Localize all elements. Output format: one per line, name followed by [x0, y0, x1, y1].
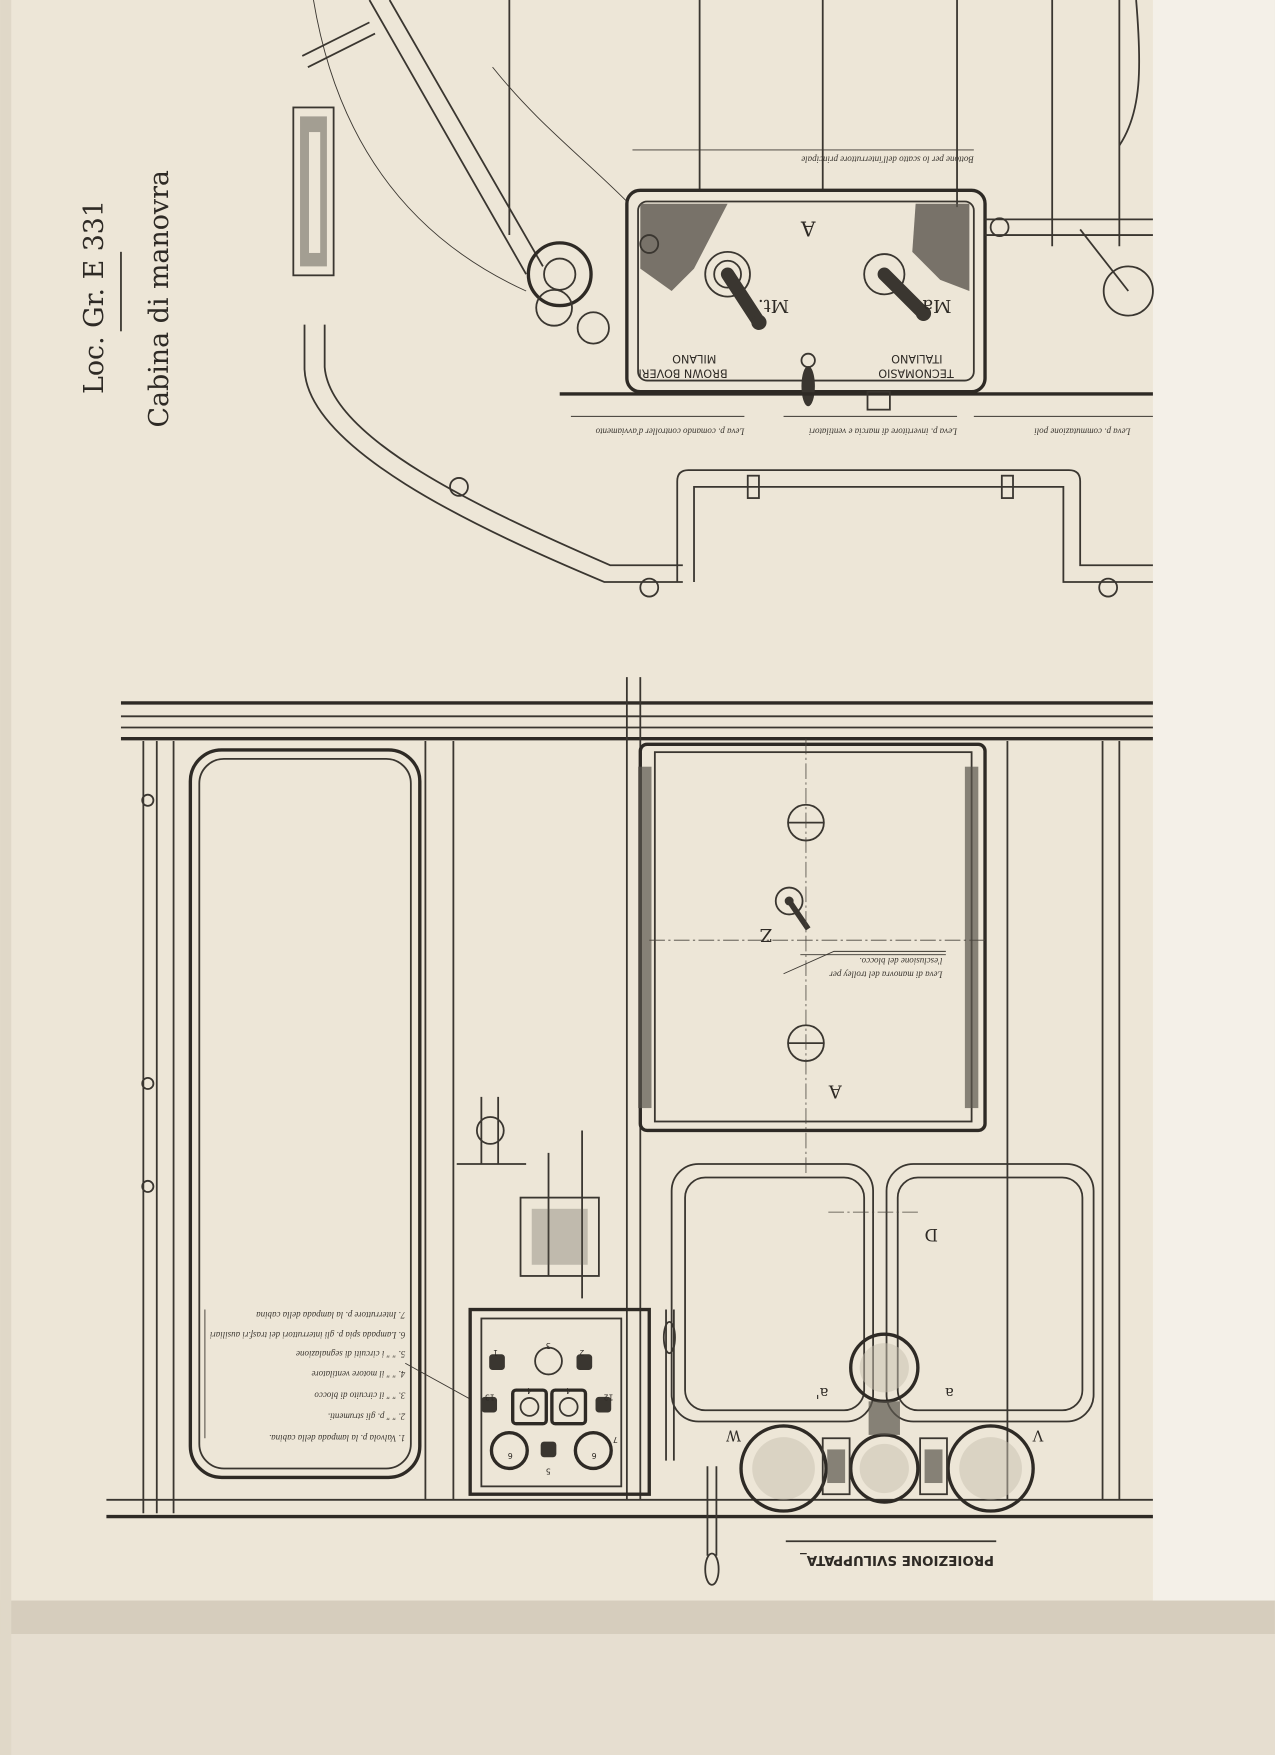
legend-item-1: 1. Valvola p. la lampada della cabina.: [269, 1433, 405, 1443]
title-line2: Cabina di manovra: [144, 170, 175, 428]
legend-item-4: 4. " " il motore ventilatore: [311, 1369, 405, 1379]
projection-label: PROIEZIONE SVILUPPATA_: [800, 1552, 994, 1567]
pole-lever-hub: [863, 253, 906, 296]
lever-label-ma: Ma: [922, 295, 951, 316]
gauge-voltmeter: [946, 1424, 1035, 1513]
controller-lever: [720, 267, 766, 330]
switch-box: 1 2 3 4 4 5 6 6 7 12 13: [468, 1307, 651, 1496]
annotation-controller-lever: Leva p. comando controller d'avviamento: [595, 427, 745, 437]
switch-5: [540, 1441, 557, 1458]
switch-number: 3: [546, 1341, 551, 1350]
letter-d: D: [925, 1225, 938, 1245]
lever-label-mt: Mt.: [758, 295, 789, 316]
trolley-annotation-2: l'esclusione del blocco.: [859, 956, 942, 966]
legend-item-5: 5. " " i circuiti di segnalazione: [296, 1349, 405, 1359]
legend-item-3: 3. " " il circuito di blocco: [314, 1390, 406, 1400]
page-fold: [0, 1600, 1275, 1635]
annotation-reverser-lever: Leva p. invertitore di marcia e ventilat…: [809, 427, 959, 437]
maker-right-2: ITALIANO: [891, 352, 942, 365]
gauge-wattmeter: [739, 1424, 828, 1513]
switch-4b: [550, 1388, 588, 1426]
switch-1: [489, 1354, 505, 1370]
pole-lever: [877, 267, 931, 321]
controller-lever-hub: [704, 250, 751, 298]
switch-13: [481, 1396, 498, 1413]
switch-number: 12: [603, 1393, 613, 1402]
switch-4a: [511, 1388, 548, 1426]
maker-left-1: BROWN BOVERI: [638, 366, 727, 379]
paper-edge: [1152, 0, 1275, 1612]
switch-6a: [489, 1430, 529, 1471]
gauge-label-v: V: [1032, 1426, 1044, 1443]
trolley-lever-hub: [774, 886, 804, 916]
switch-number: 7: [613, 1435, 618, 1444]
maker-left-2: MILANO: [672, 352, 716, 365]
top-view: A Mt. Ma BROWN BOVERI MILANO TECNOMASIO …: [292, 0, 1154, 598]
panel-letter-z: Z: [760, 924, 772, 945]
switch-number: 6: [592, 1451, 597, 1460]
panel-letter-a: A: [828, 1081, 843, 1102]
annotation-pole-lever: Leva p. commutazione poli: [1034, 427, 1132, 437]
front-view: 1. Valvola p. la lampada della cabina. 2…: [106, 677, 1153, 1586]
switch-number: 6: [508, 1451, 513, 1460]
gauge-label-a-prime: a': [816, 1384, 829, 1401]
legend-item-2: 2. " " p. gli strumenti.: [328, 1412, 406, 1422]
reverser-lever: [801, 365, 815, 407]
switch-number: 1: [493, 1348, 498, 1357]
legend-item-6: 6. Lampada spia p. gli interruttori dei …: [209, 1330, 405, 1340]
legend: 1. Valvola p. la lampada della cabina. 2…: [204, 1309, 471, 1443]
switch-number: 4: [527, 1386, 532, 1395]
gauges: a' a W V: [726, 1332, 1044, 1513]
switch-3: [534, 1346, 563, 1376]
cab-window: [188, 748, 422, 1480]
legend-item-7: 7. Interruttore p. la lampada della cabi…: [256, 1310, 406, 1320]
gauge-label-a: a: [945, 1384, 954, 1401]
switch-number: 13: [485, 1393, 495, 1402]
panel-letter-top: A: [800, 217, 816, 241]
switch-number: 5: [546, 1466, 551, 1475]
switch-number: 2: [579, 1348, 584, 1357]
title-line1: Loc. Gr. E 331: [79, 200, 110, 394]
annotation-button: Bottone per lo scatto dell'interruttore …: [801, 155, 974, 165]
switch-number: 4: [566, 1386, 571, 1395]
trolley-annotation-1: Leva di manovra del trolley per: [829, 970, 944, 980]
switch-2: [576, 1354, 593, 1370]
maker-right-1: TECNOMASIO: [878, 366, 955, 379]
gauge-label-w: W: [726, 1426, 741, 1443]
switch-6b: [573, 1430, 613, 1471]
switch-12: [595, 1396, 612, 1413]
